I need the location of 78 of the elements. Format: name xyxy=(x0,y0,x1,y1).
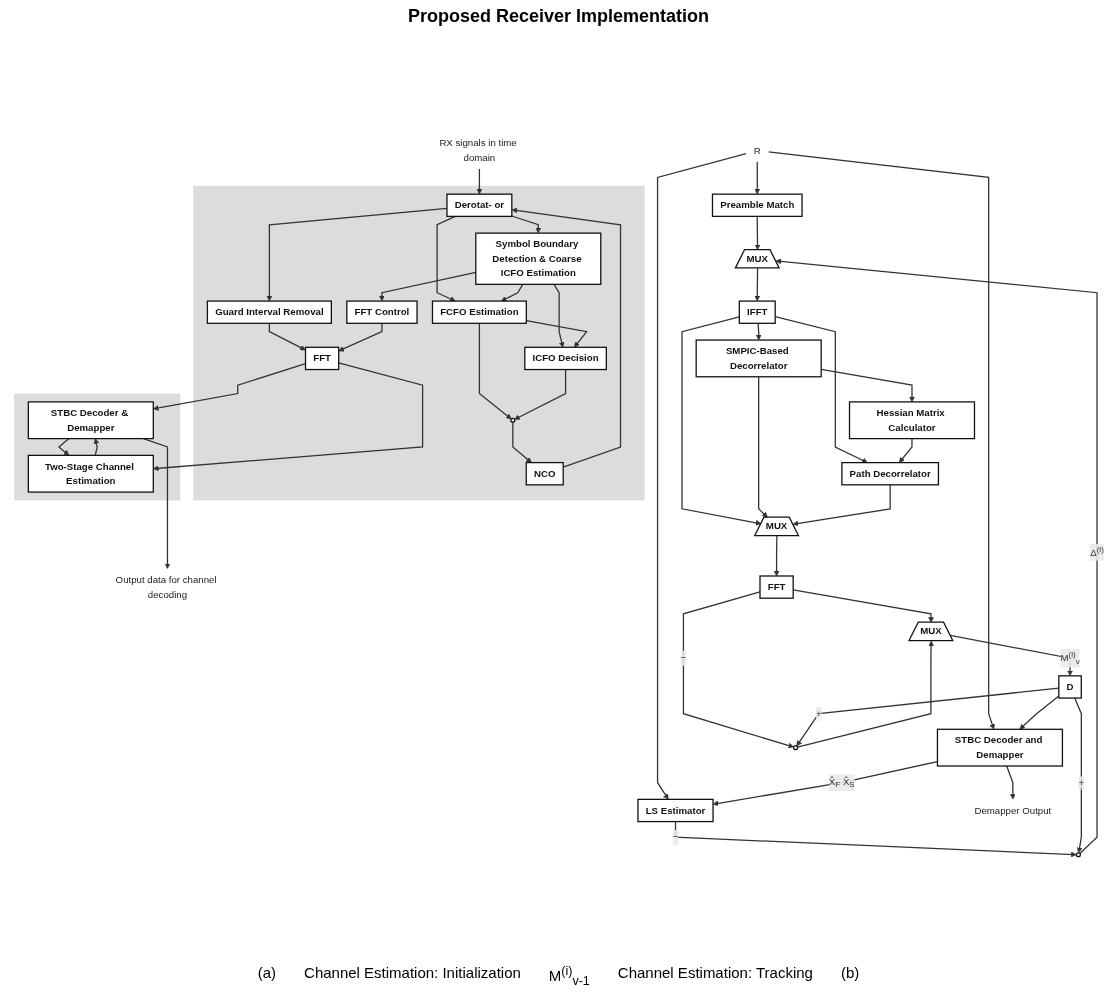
edge-label: Δ$^{(i)}$ xyxy=(1089,545,1104,559)
arrow xyxy=(511,421,532,463)
arrow xyxy=(478,322,512,420)
arrow xyxy=(511,207,621,468)
node-circle xyxy=(509,417,515,423)
arrow xyxy=(268,322,306,351)
diagram-title: Proposed Receiver Implementation xyxy=(407,6,710,27)
arrow xyxy=(682,591,794,749)
arrow xyxy=(142,437,170,569)
arrow xyxy=(513,368,566,420)
arrow xyxy=(774,316,868,463)
arrow xyxy=(680,316,761,526)
node-text: Demapper Output xyxy=(973,804,1051,816)
arrow xyxy=(949,634,1073,677)
note-label: (a) xyxy=(257,964,277,983)
node-text: RX signals in time domain xyxy=(438,137,517,163)
arrow xyxy=(337,322,383,352)
arrow xyxy=(1018,695,1059,730)
edge-label: + xyxy=(815,707,822,719)
node-circle xyxy=(1075,852,1081,858)
arrow xyxy=(755,322,761,341)
note-label: Channel Estimation: Tracking xyxy=(617,964,813,983)
arrow xyxy=(525,320,588,348)
arrow xyxy=(820,368,915,403)
node-box: SMPIC-Based Decorrelator xyxy=(695,339,822,378)
node-box: Hessian Matrix Calculator xyxy=(848,401,975,440)
node-box: Preamble Match xyxy=(711,193,803,217)
node-box: FCFO Estimation xyxy=(431,300,527,324)
arrow xyxy=(796,640,934,748)
arrow xyxy=(476,168,482,195)
arrow xyxy=(792,484,891,527)
node-box: D xyxy=(1057,675,1082,699)
node-box: Two-Stage Channel Estimation xyxy=(27,454,154,493)
arrow xyxy=(792,589,934,623)
arrow xyxy=(510,215,541,234)
arrow xyxy=(775,258,1098,855)
node-box: Derotat- or xyxy=(445,193,512,217)
edge-label: − xyxy=(680,652,686,664)
arrow xyxy=(767,151,995,730)
edge-label: − xyxy=(672,831,678,843)
node-circle xyxy=(792,745,798,751)
arrow xyxy=(152,363,306,411)
node-text: R xyxy=(753,144,761,156)
node-box: STBC Decoder and Demapper xyxy=(936,728,1063,767)
node-box: NCO xyxy=(525,461,564,486)
node-box: ICFO Decision xyxy=(523,346,607,371)
cluster xyxy=(192,185,645,501)
arrow xyxy=(552,283,564,348)
note-label: (b) xyxy=(840,964,860,983)
arrow xyxy=(1005,765,1016,800)
edge-label: + xyxy=(1078,776,1084,788)
arrow xyxy=(57,437,70,456)
node-box: Symbol Boundary Detection & Coarse ICFO Estimation xyxy=(474,232,601,285)
node-box: FFT Control xyxy=(345,300,418,324)
arrow xyxy=(500,283,523,302)
edge-label: X̂$_{F}$ X̂$_{S}$ xyxy=(828,775,855,790)
arrow xyxy=(378,271,476,302)
arrow xyxy=(795,687,1059,747)
node-box: STBC Decoder & Demapper xyxy=(27,401,154,440)
arrow xyxy=(435,215,456,302)
node-box: Guard Interval Removal xyxy=(206,300,332,324)
node-text: Output data for channel decoding xyxy=(115,573,217,600)
arrow xyxy=(753,161,760,195)
arrow xyxy=(773,535,779,577)
arrow xyxy=(674,820,1077,858)
node-box: FFT xyxy=(304,346,339,371)
node-box: LS Estimator xyxy=(636,798,714,823)
note-label: Channel Estimation: Initialization xyxy=(304,964,521,983)
arrow xyxy=(93,438,99,456)
arrow xyxy=(757,376,768,518)
cluster xyxy=(13,393,180,501)
arrow xyxy=(753,267,760,302)
arrow xyxy=(898,437,913,463)
arrow xyxy=(152,362,423,472)
node-box: FFT xyxy=(758,575,794,599)
node-box: IFFT xyxy=(738,300,776,324)
node-box: Path Decorrelator xyxy=(840,461,939,486)
arrow xyxy=(656,153,747,800)
